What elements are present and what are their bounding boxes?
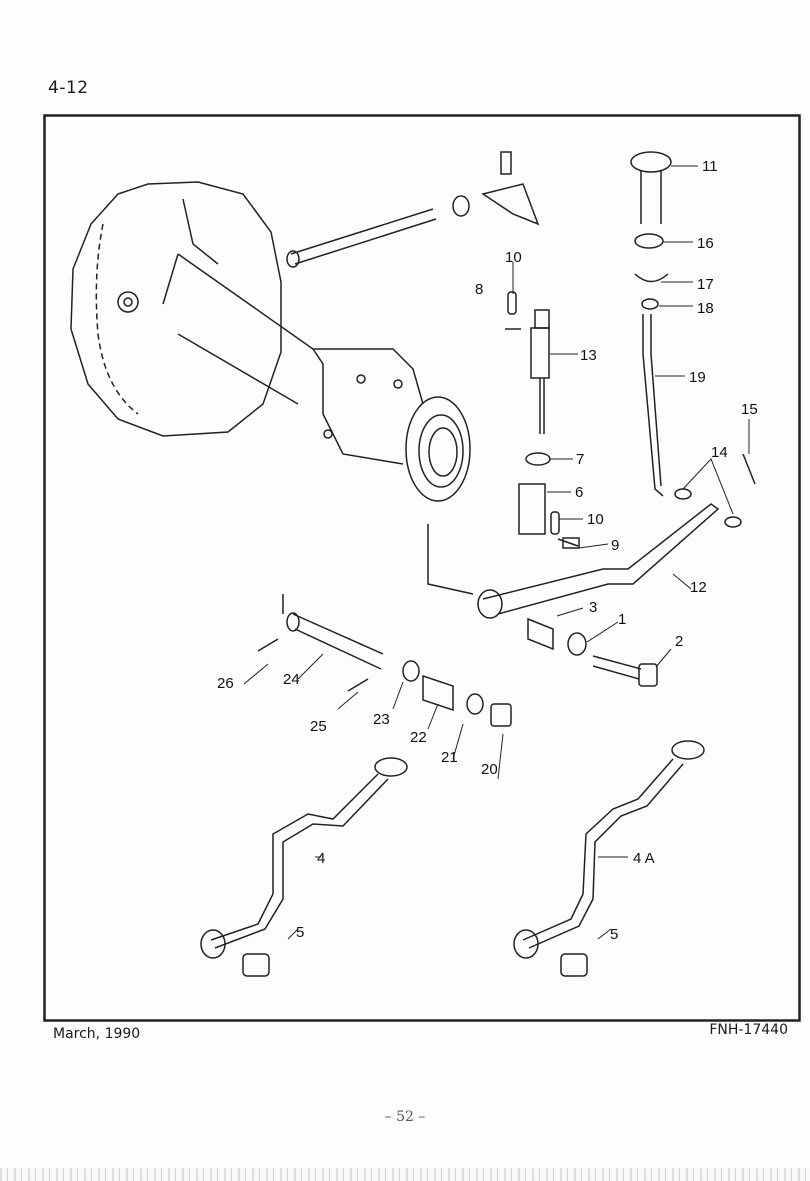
callout-5-left: 5	[296, 924, 304, 941]
callout-2: 2	[675, 633, 683, 650]
page-number: 4-12	[48, 78, 89, 98]
callout-11: 11	[702, 158, 718, 175]
parts-diagram-svg: 11 16 17 18 19 15 14 10 8 13 7 6 10 9 12…	[43, 114, 801, 1022]
scan-edge	[0, 1168, 810, 1181]
callout-20: 20	[481, 761, 498, 778]
bolt-assembly	[527, 617, 658, 687]
sheet-number: – 52 –	[384, 1109, 426, 1125]
callout-15: 15	[741, 401, 758, 418]
callout-4: 4	[317, 850, 325, 867]
callout-5-right: 5	[610, 926, 618, 943]
callout-10-top: 10	[505, 249, 522, 266]
callout-8: 8	[475, 281, 483, 298]
callout-24: 24	[283, 671, 300, 688]
callout-3: 3	[589, 599, 597, 616]
callout-21: 21	[441, 749, 458, 766]
callout-9: 9	[611, 537, 619, 554]
footer-code: FNH-17440	[709, 1022, 788, 1038]
callout-14: 14	[711, 444, 728, 461]
leader-lines	[243, 165, 750, 940]
top-rod	[286, 151, 540, 268]
callout-12: 12	[690, 579, 707, 596]
diagram-border	[43, 114, 801, 1022]
callout-13: 13	[580, 347, 597, 364]
cross-lever	[477, 503, 720, 619]
callout-22: 22	[410, 729, 427, 746]
pedal-arm-4a	[513, 740, 705, 977]
callout-7: 7	[576, 451, 584, 468]
callout-18: 18	[697, 300, 714, 317]
axle-housing	[70, 181, 471, 502]
callout-23: 23	[373, 711, 390, 728]
linkage-rod	[505, 291, 580, 549]
pedal-assembly	[630, 151, 756, 528]
callout-10-bottom: 10	[587, 511, 604, 528]
callout-25: 25	[310, 718, 327, 735]
callout-1: 1	[618, 611, 626, 628]
callout-16: 16	[697, 235, 714, 252]
shaft-assembly	[257, 524, 512, 727]
callout-26: 26	[217, 675, 234, 692]
callout-4a: 4 A	[633, 850, 655, 867]
callout-19: 19	[689, 369, 706, 386]
pedal-arm-4	[200, 757, 408, 977]
footer-date: March, 1990	[53, 1026, 141, 1042]
callout-6: 6	[575, 484, 583, 501]
callout-17: 17	[697, 276, 714, 293]
callout-numbers: 11 16 17 18 19 15 14 10 8 13 7 6 10 9 12…	[217, 158, 758, 943]
parts-diagram: 11 16 17 18 19 15 14 10 8 13 7 6 10 9 12…	[43, 114, 801, 1022]
